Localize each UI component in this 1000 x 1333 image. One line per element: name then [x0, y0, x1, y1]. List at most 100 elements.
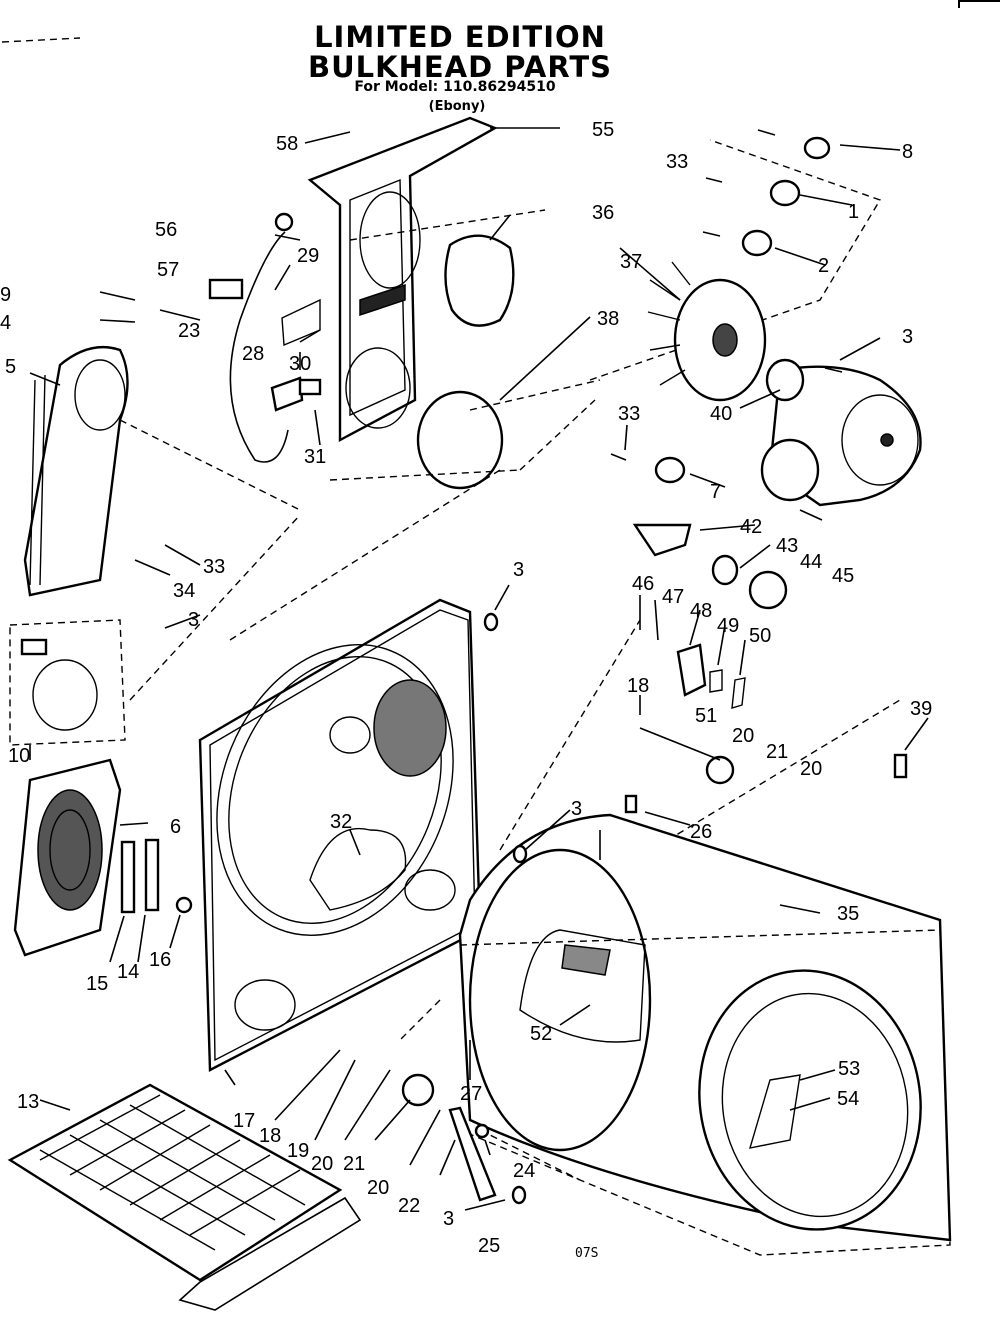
part-56 [274, 212, 294, 232]
callout-21b: 21 [343, 1153, 365, 1175]
edge-line [1, 37, 81, 43]
callout-19: 19 [287, 1140, 309, 1162]
plug-3 [483, 612, 499, 632]
callout-36: 36 [592, 202, 614, 224]
callout-40: 40 [710, 403, 732, 425]
model-number: For Model: 110.86294510 [354, 79, 556, 95]
callout-18a: 18 [627, 675, 649, 697]
callout-42: 42 [740, 516, 762, 538]
callout-50: 50 [749, 625, 771, 647]
grille-13 [7, 1083, 362, 1311]
callout-3e: 3 [443, 1208, 454, 1230]
inset-10-frame [9, 619, 126, 746]
callout-58: 58 [276, 133, 298, 155]
bracket-22 [448, 1106, 497, 1202]
drum-35 [458, 813, 952, 1256]
glide-26 [624, 794, 638, 814]
callout-5: 5 [5, 356, 16, 378]
callout-27: 27 [460, 1083, 482, 1105]
socket-45 [748, 570, 788, 610]
screw-39 [893, 753, 908, 779]
callout-23: 23 [178, 320, 200, 342]
shaft-51 [639, 727, 721, 761]
spring-49 [709, 669, 723, 693]
callout-57: 57 [157, 259, 179, 281]
part-14 [144, 838, 160, 912]
callout-43: 43 [776, 535, 798, 557]
callout-51: 51 [695, 705, 717, 727]
callout-26: 26 [690, 821, 712, 843]
washer-2 [741, 229, 773, 257]
callout-17: 17 [233, 1110, 255, 1132]
callout-6: 6 [170, 816, 181, 838]
tube-57 [229, 231, 289, 463]
callout-38: 38 [597, 308, 619, 330]
thermostat-42 [632, 523, 692, 557]
callout-33b: 33 [618, 403, 640, 425]
callout-3a: 3 [902, 326, 913, 348]
washer-7 [654, 456, 686, 484]
rear-bulkhead [307, 116, 498, 442]
part-57-block [208, 278, 244, 300]
plug-3b [512, 844, 528, 864]
fan-37 [647, 261, 767, 402]
callout-37: 37 [620, 251, 642, 273]
front-bulkhead-17 [198, 598, 482, 1072]
clip-8 [803, 136, 831, 160]
callout-8: 8 [902, 141, 913, 163]
gasket-36 [444, 234, 515, 327]
part-16 [175, 896, 193, 914]
callout-13: 13 [17, 1091, 39, 1113]
callout-25: 25 [478, 1235, 500, 1257]
callout-49: 49 [717, 615, 739, 637]
callout-18b: 18 [259, 1125, 281, 1147]
callout-20a: 20 [732, 725, 754, 747]
callout-44: 44 [800, 551, 822, 573]
callout-7: 7 [710, 481, 721, 503]
valve-28 [270, 376, 304, 412]
callout-35: 35 [837, 903, 859, 925]
belt-10 [32, 659, 98, 731]
callout-2: 2 [818, 255, 829, 277]
leader-arrows [29, 127, 929, 1211]
part-15 [120, 840, 136, 914]
footer-code: 07S [575, 1246, 599, 1261]
callout-47: 47 [662, 586, 684, 608]
diagram-title-line1: LIMITED EDITION [314, 20, 606, 54]
model-finish: (Ebony) [428, 99, 486, 114]
callout-3d: 3 [571, 798, 582, 820]
hub-40 [765, 358, 805, 402]
motor-6 [13, 758, 122, 957]
bracket-29 [281, 298, 321, 347]
latch-48 [676, 643, 707, 697]
callout-14: 14 [117, 961, 139, 983]
screw-25 [511, 1185, 527, 1205]
callout-24: 24 [513, 1160, 535, 1182]
callout-34: 34 [173, 580, 195, 602]
callout-3c: 3 [513, 559, 524, 581]
callout-4: 4 [0, 312, 11, 334]
washer-1 [769, 179, 801, 207]
callout-22: 22 [398, 1195, 420, 1217]
bulb-43 [711, 554, 739, 586]
callout-16: 16 [149, 949, 171, 971]
callout-30: 30 [289, 353, 311, 375]
callout-45: 45 [832, 565, 854, 587]
callout-20b: 20 [800, 758, 822, 780]
washer-24 [474, 1123, 490, 1139]
clip-50 [731, 677, 746, 709]
roller-21b [401, 1073, 435, 1107]
corner-mark [958, 0, 1000, 8]
callout-9: 9 [0, 284, 11, 306]
callout-56: 56 [155, 219, 177, 241]
screw-33 [610, 129, 843, 461]
belt-guard-5 [23, 346, 129, 597]
callout-39: 39 [910, 698, 932, 720]
callout-53: 53 [838, 1058, 860, 1080]
callout-15: 15 [86, 973, 108, 995]
callout-29: 29 [297, 245, 319, 267]
part-31 [298, 378, 322, 396]
